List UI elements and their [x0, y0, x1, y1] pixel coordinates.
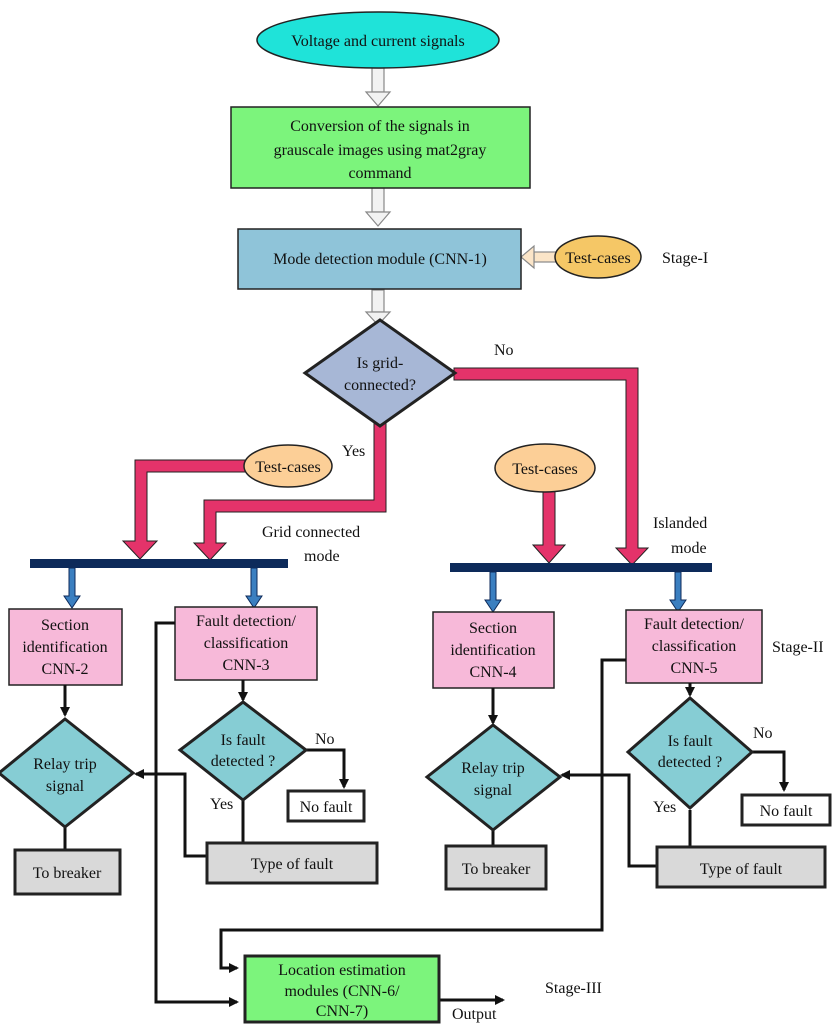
breaker-left-text: To breaker [33, 865, 102, 882]
islanded-line-2: mode [671, 540, 707, 557]
grid-connected-decision: Is grid- connected? [302, 318, 458, 428]
bar-down-arrows [63, 567, 687, 613]
type-left-text: Type of fault [251, 856, 334, 873]
breaker-right-box: To breaker [444, 844, 548, 891]
conversion-box: Conversion of the signals in grauscale i… [230, 106, 531, 189]
fault-q-right-line-1: Is fault [668, 733, 713, 750]
yes-label: Yes [342, 443, 365, 460]
fault-q-right-yes: Yes [653, 799, 676, 816]
hollow-arrow-1 [364, 67, 392, 107]
relay-left-diamond: Relay trip signal [0, 717, 136, 829]
fault-left-box: Fault detection/ classification CNN-3 [174, 606, 318, 681]
fault-q-left-no: No [315, 731, 335, 748]
mode-detection-box: Mode detection module (CNN-1) [237, 228, 522, 290]
breaker-right-text: To breaker [462, 861, 531, 878]
conversion-line-2: grauscale images using mat2gray [274, 142, 487, 159]
no-fault-right-text: No fault [760, 803, 813, 820]
fault-q-right-line-2: detected ? [658, 754, 722, 771]
section-left-line-3: CNN-2 [41, 661, 88, 678]
section-left-line-2: identification [22, 639, 107, 656]
location-line-2: modules (CNN-6/ [284, 983, 400, 1000]
grid-q-line-1: Is grid- [357, 355, 404, 372]
test-cases-2: Test-cases [243, 444, 333, 488]
fault-right-box: Fault detection/ classification CNN-5 [625, 609, 763, 684]
stage-3-label: Stage-III [545, 980, 602, 997]
fault-left-line-3: CNN-3 [222, 657, 269, 674]
section-left-line-1: Section [41, 617, 89, 634]
relay-right-diamond: Relay trip signal [424, 723, 563, 832]
islanded-line-1: Islanded [653, 515, 707, 532]
grid-mode-line-1: Grid connected [262, 524, 360, 541]
breaker-left-box: To breaker [13, 848, 122, 896]
test-cases-2-text: Test-cases [255, 459, 321, 476]
section-right-line-3: CNN-4 [469, 664, 516, 681]
fault-q-left-yes: Yes [210, 796, 233, 813]
location-line-3: CNN-7) [316, 1003, 368, 1020]
test-cases-3-text: Test-cases [512, 461, 578, 478]
fault-left-line-1: Fault detection/ [196, 613, 297, 630]
right-bar [450, 563, 712, 572]
hollow-arrow-2 [364, 187, 392, 227]
grid-mode-line-2: mode [304, 548, 340, 565]
section-right-line-1: Section [469, 620, 517, 637]
test-cases-3: Test-cases [494, 443, 596, 493]
fault-q-left-line-1: Is fault [221, 732, 266, 749]
stage-1-label: Stage-I [662, 250, 708, 267]
relay-left-line-2: signal [46, 778, 85, 795]
left-bar [30, 559, 288, 568]
fault-q-right-diamond: Is fault detected ? [625, 696, 755, 811]
fault-right-line-3: CNN-5 [670, 660, 717, 677]
grid-q-line-2: connected? [344, 377, 416, 394]
no-label: No [494, 342, 514, 359]
mode-detection-text: Mode detection module (CNN-1) [273, 251, 487, 268]
fault-q-right-no: No [753, 725, 773, 742]
location-line-1: Location estimation [278, 962, 406, 979]
relay-right-line-2: signal [474, 782, 513, 799]
hollow-arrow-test [520, 244, 557, 270]
start-node: Voltage and current signals [256, 11, 500, 69]
test-cases-1-text: Test-cases [565, 250, 631, 267]
fault-left-line-2: classification [204, 635, 288, 652]
hollow-arrow-3 [364, 289, 392, 326]
section-right-line-2: identification [450, 642, 535, 659]
output-label: Output [452, 1006, 497, 1023]
fault-q-left-diamond: Is fault detected ? [177, 700, 309, 802]
type-right-box: Type of fault [655, 845, 827, 889]
fault-right-line-2: classification [652, 638, 736, 655]
no-fault-right-box: No fault [740, 793, 832, 827]
red-connectors [121, 367, 650, 566]
test-cases-1: Test-cases [554, 235, 642, 279]
conversion-line-1: Conversion of the signals in [290, 118, 470, 135]
type-right-text: Type of fault [700, 861, 783, 878]
location-box: Location estimation modules (CNN-6/ CNN-… [243, 954, 441, 1024]
black-connectors [60, 621, 789, 1007]
start-text: Voltage and current signals [291, 33, 464, 50]
conversion-line-3: command [348, 165, 411, 182]
fault-q-left-line-2: detected ? [211, 753, 275, 770]
no-fault-left-box: No fault [286, 789, 366, 823]
no-fault-left-text: No fault [300, 799, 353, 816]
fault-right-line-1: Fault detection/ [644, 616, 745, 633]
stage-2-label: Stage-II [772, 639, 824, 656]
section-right-box: Section identification CNN-4 [432, 611, 555, 689]
type-left-box: Type of fault [205, 841, 379, 885]
relay-left-line-1: Relay trip [33, 756, 97, 773]
section-left-box: Section identification CNN-2 [8, 608, 123, 686]
relay-right-line-1: Relay trip [461, 760, 525, 777]
